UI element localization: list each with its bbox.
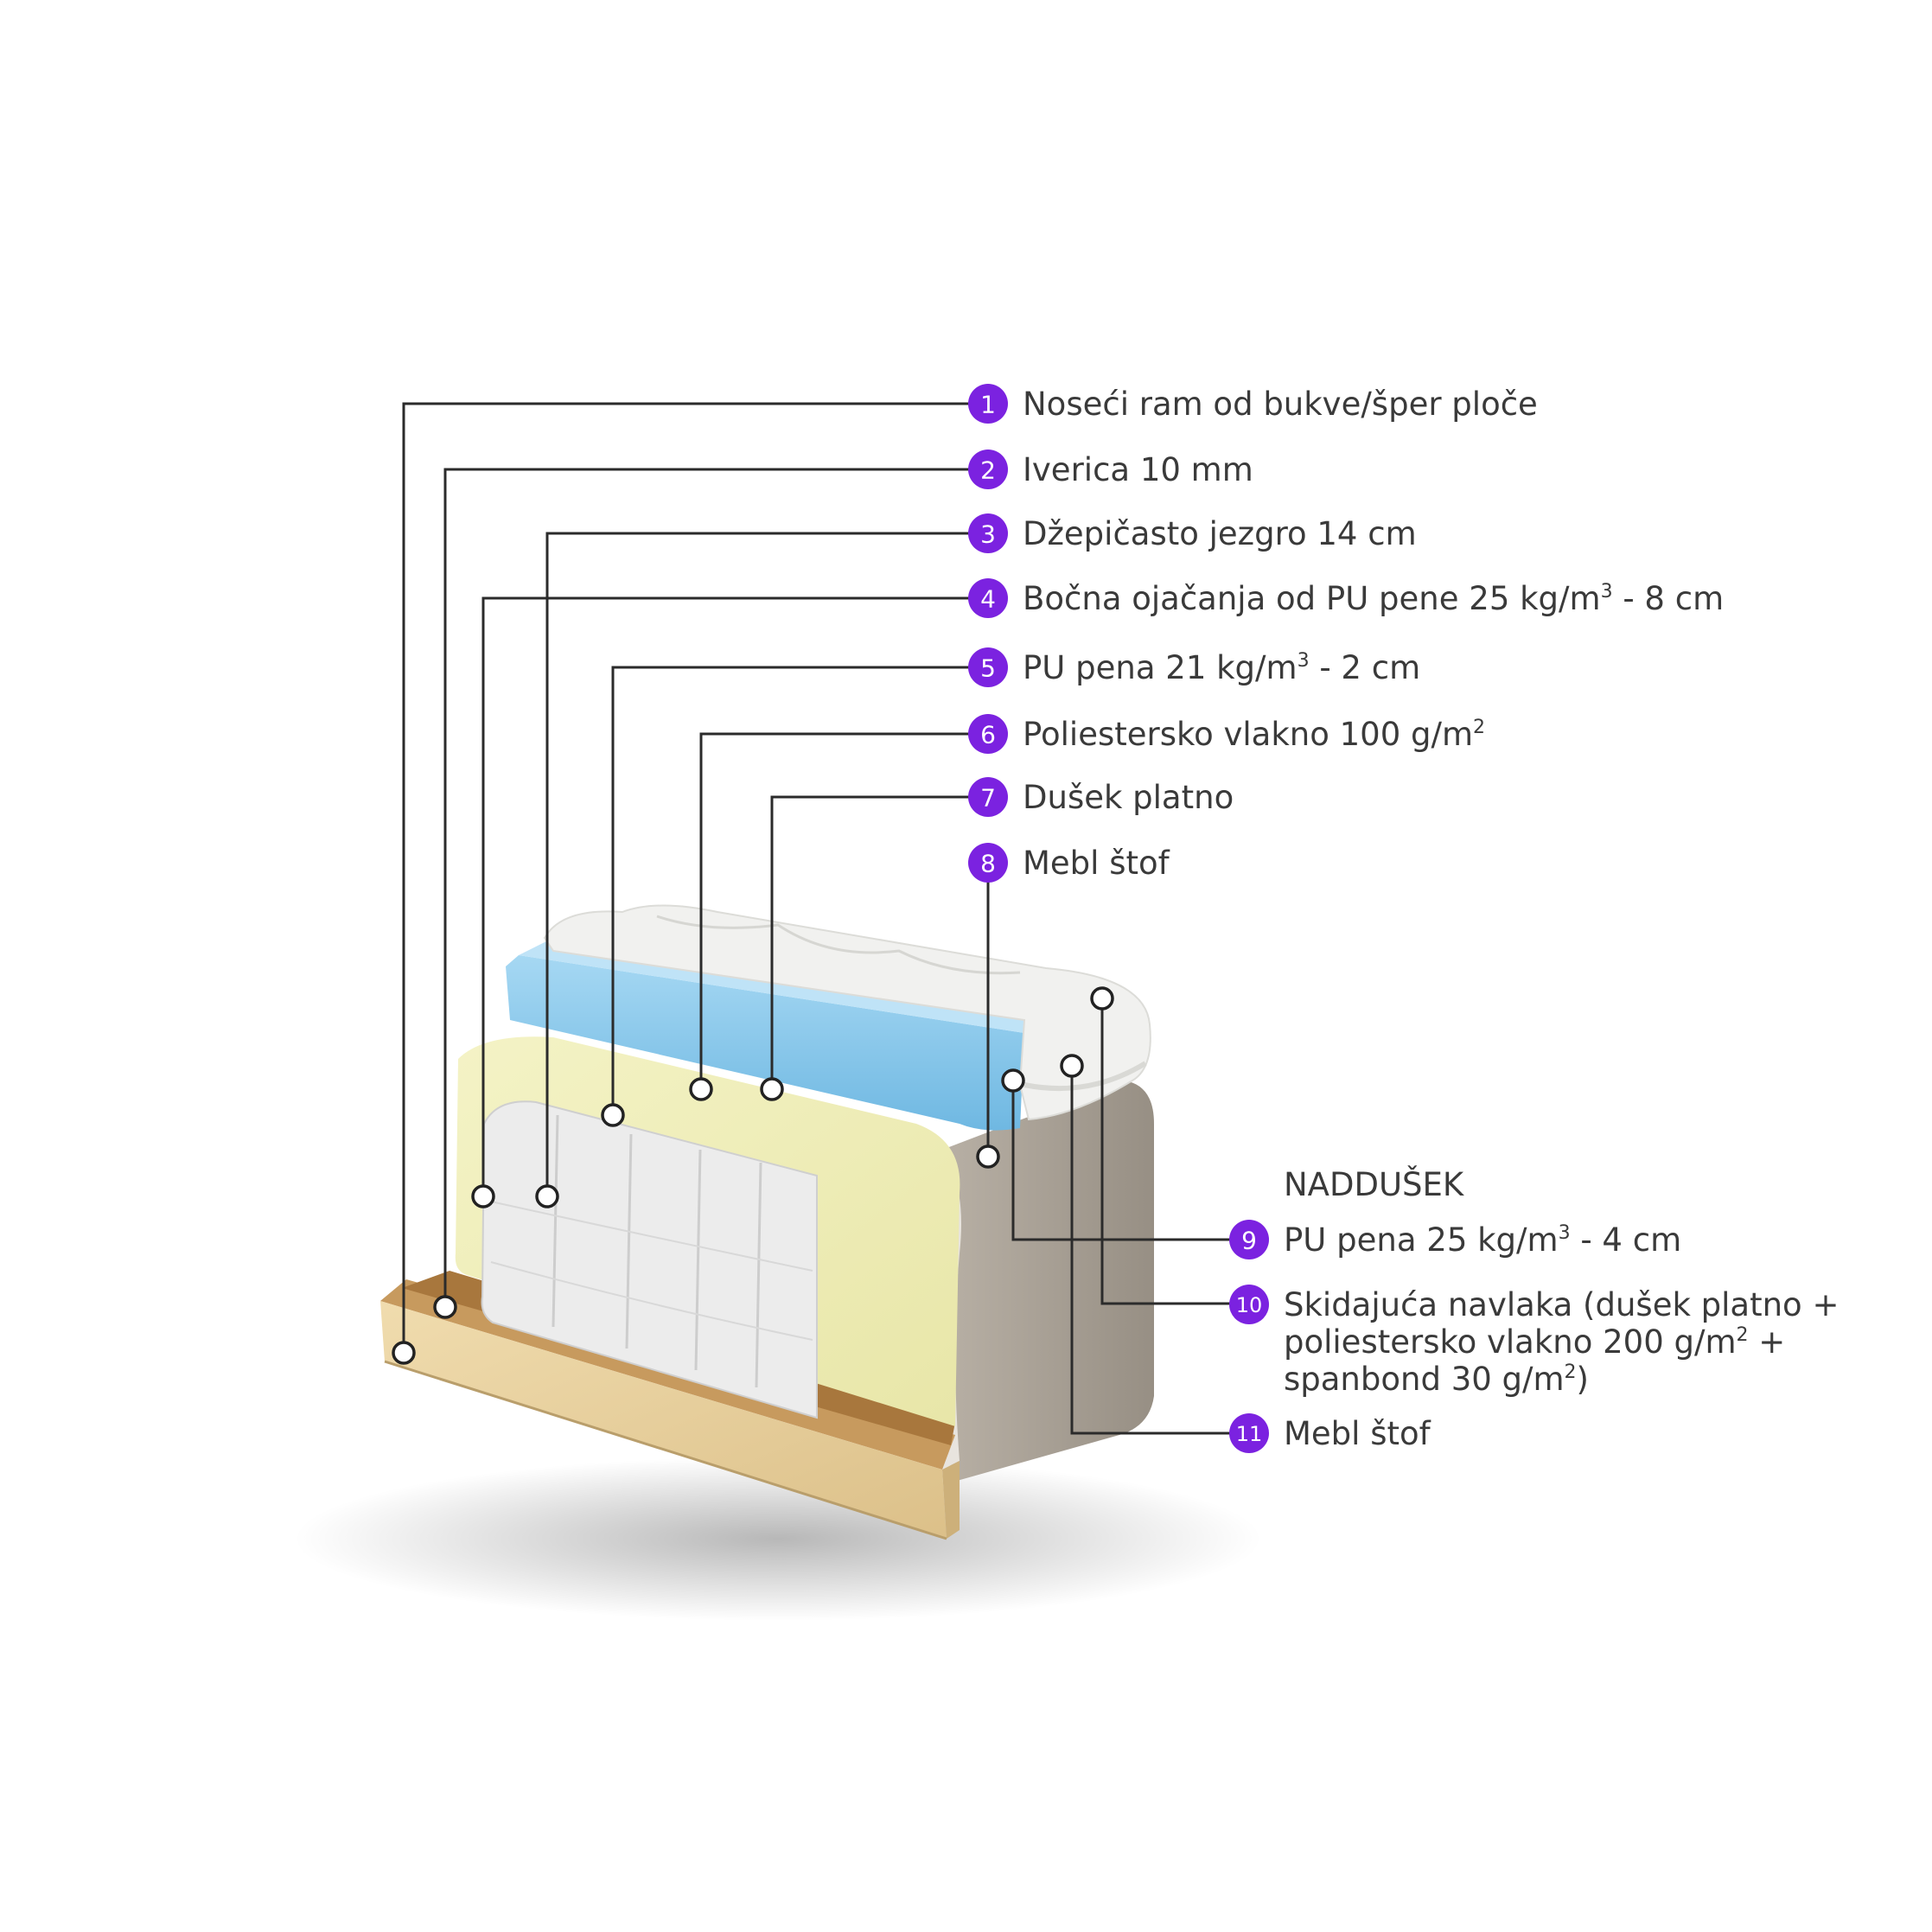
badge-4: 4 (968, 578, 1008, 618)
leader-3 (545, 532, 985, 1196)
label-8: Mebl štof (1023, 845, 1170, 882)
leader-4 (481, 596, 985, 1196)
badge-number: 6 (980, 721, 996, 749)
badge-2: 2 (968, 450, 1008, 489)
fabric-block (942, 1081, 1154, 1482)
label-6: Poliestersko vlakno 100 g/m2 (1023, 716, 1485, 753)
pin-2 (433, 1295, 457, 1319)
label-7: Dušek platno (1023, 779, 1234, 816)
pin-7 (760, 1077, 784, 1101)
pin-6 (689, 1077, 713, 1101)
leader-1 (402, 402, 985, 1353)
wood-frame-edge (384, 1360, 947, 1540)
badge-number: 2 (980, 456, 996, 485)
leader-lines (402, 402, 1245, 1435)
badge-number: 4 (980, 585, 996, 614)
label-10-line-3: spanbond 30 g/m2) (1284, 1361, 1589, 1398)
badge-5: 5 (968, 647, 1008, 687)
wood-frame-front (380, 1301, 947, 1539)
label-11: Mebl štof (1284, 1415, 1431, 1452)
badge-number: 9 (1241, 1227, 1257, 1255)
badges: 1 2 3 4 5 6 7 8 9 10 11 (968, 384, 1269, 1453)
pin-11 (1060, 1054, 1084, 1078)
label-1: Noseći ram od bukve/šper ploče (1023, 386, 1538, 423)
badge-number: 1 (980, 391, 996, 419)
leader-11 (1070, 1066, 1245, 1435)
pin-9 (1001, 1068, 1025, 1093)
pin-10 (1090, 986, 1114, 1011)
floor-shadow (294, 1457, 1262, 1621)
wood-frame-end (942, 1461, 960, 1539)
badge-8: 8 (968, 843, 1008, 883)
label-4: Bočna ojačanja od PU pene 25 kg/m3 - 8 c… (1023, 580, 1724, 617)
label-2: Iverica 10 mm (1023, 451, 1253, 488)
label-9: PU pena 25 kg/m3 - 4 cm (1284, 1221, 1681, 1259)
badge-number: 5 (980, 654, 996, 683)
leader-5 (611, 666, 985, 1115)
leader-2 (443, 468, 985, 1307)
badge-1: 1 (968, 384, 1008, 424)
label-3: Džepičasto jezgro 14 cm (1023, 515, 1417, 552)
badge-number: 7 (980, 784, 996, 813)
leader-10 (1100, 998, 1245, 1305)
sofa-illustration (294, 904, 1262, 1621)
pin-8 (976, 1145, 1000, 1169)
leader-6 (699, 732, 985, 1089)
pocket-springs (481, 1100, 818, 1419)
leader-7 (770, 795, 985, 1089)
quilted-topper (543, 904, 1151, 1121)
blue-foam-layer (506, 955, 1024, 1131)
badge-6: 6 (968, 714, 1008, 754)
pin-1 (392, 1341, 416, 1365)
section-heading: NADDUŠEK (1284, 1165, 1465, 1203)
badge-number: 10 (1236, 1293, 1263, 1317)
badge-11: 11 (1229, 1413, 1269, 1453)
label-10-line-1: Skidajuća navlaka (dušek platno + (1284, 1286, 1839, 1323)
label-10-line-2: poliestersko vlakno 200 g/m2 + (1284, 1323, 1785, 1361)
topper-quilting (656, 915, 1021, 975)
labels: Noseći ram od bukve/šper ploče Iverica 1… (1023, 386, 1839, 1452)
topper-piping (1023, 1061, 1147, 1092)
badge-number: 8 (980, 850, 996, 878)
pin-4 (471, 1184, 495, 1208)
pin-5 (601, 1103, 625, 1127)
badge-number: 3 (980, 520, 996, 549)
badge-9: 9 (1229, 1220, 1269, 1259)
badge-3: 3 (968, 513, 1008, 553)
label-5: PU pena 21 kg/m3 - 2 cm (1023, 649, 1420, 686)
leader-9 (1011, 1081, 1245, 1241)
badge-7: 7 (968, 777, 1008, 817)
pin-dots (392, 986, 1114, 1365)
pin-3 (535, 1184, 559, 1208)
badge-number: 11 (1236, 1422, 1263, 1446)
badge-10: 10 (1229, 1285, 1269, 1324)
